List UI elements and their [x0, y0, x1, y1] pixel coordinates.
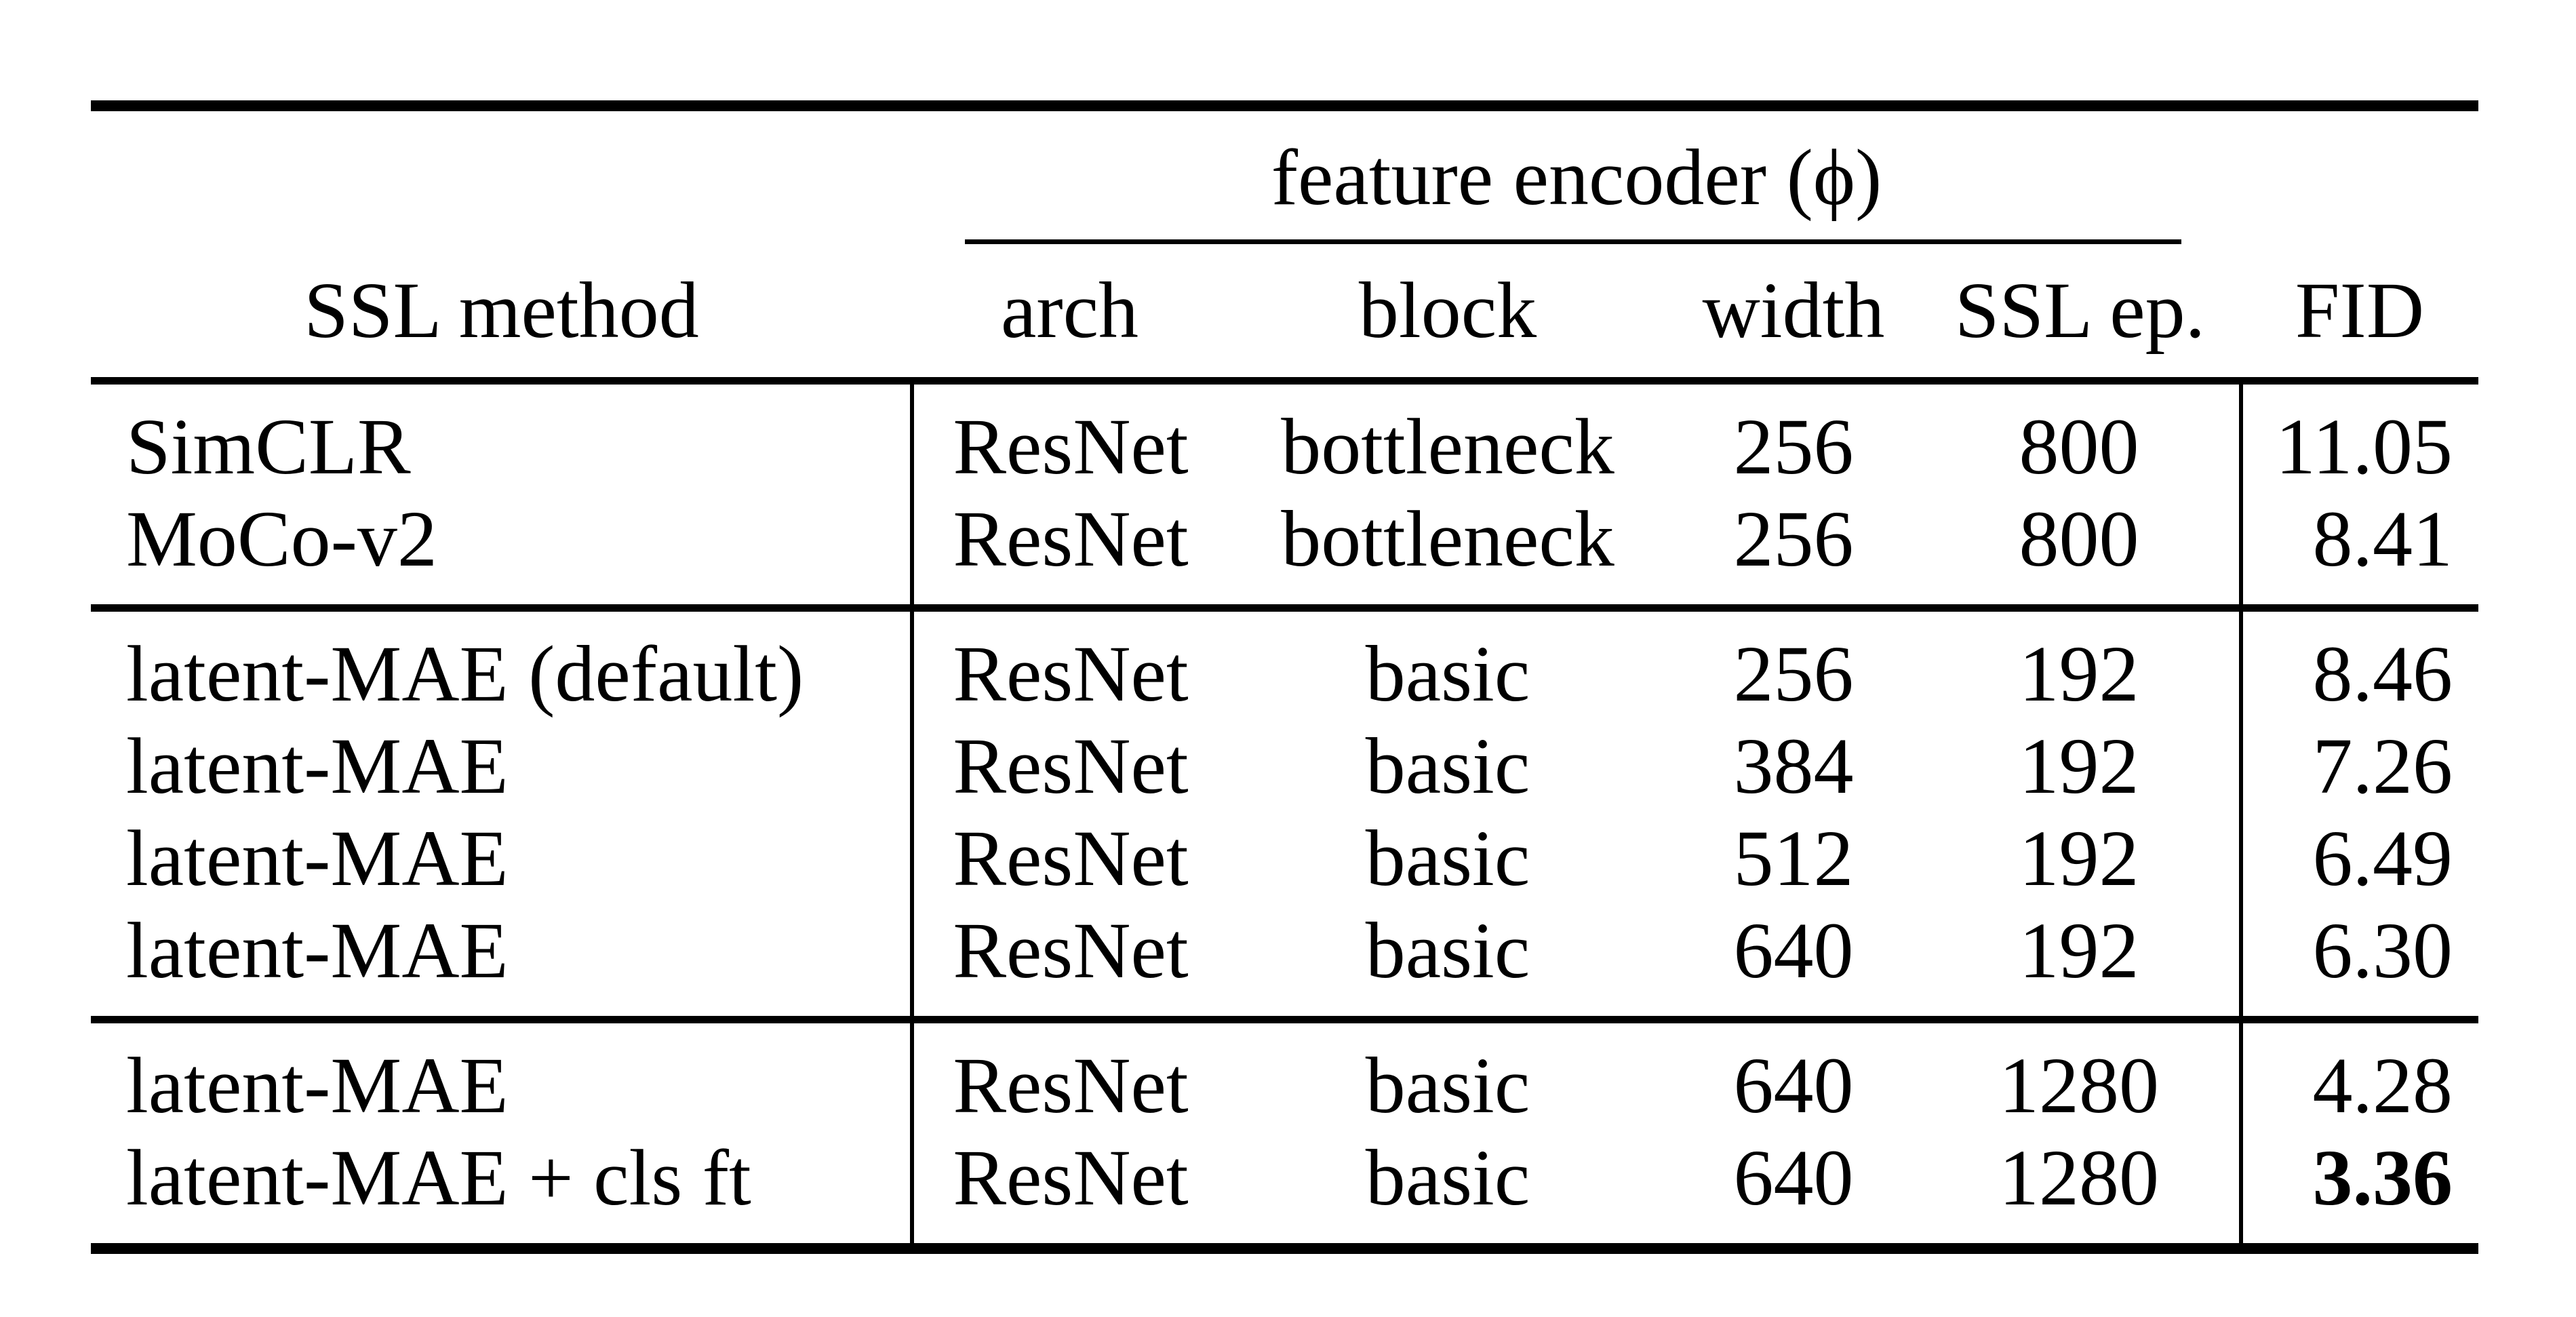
- table-row: latent-MAE ResNet basic 512 192 6.49: [91, 812, 2478, 905]
- table-row: latent-MAE ResNet basic 640 1280 4.28: [91, 1019, 2478, 1132]
- table-row: latent-MAE + cls ft ResNet basic 640 128…: [91, 1132, 2478, 1249]
- method-cell: latent-MAE (default): [126, 629, 804, 718]
- method-cell: latent-MAE: [126, 722, 509, 810]
- fid-cell-best: 3.36: [2239, 1132, 2478, 1249]
- col-header-arch: arch: [1000, 266, 1139, 355]
- block-cell: basic: [1365, 1133, 1530, 1222]
- table-row: latent-MAE ResNet basic 640 192 6.30: [91, 905, 2478, 1020]
- group-baselines: SimCLR ResNet bottleneck 256 800 11.05 M…: [91, 380, 2478, 608]
- ssl-ep-cell: 192: [2019, 722, 2139, 810]
- col-header-ssl-method: SSL method: [304, 266, 699, 355]
- arch-cell: ResNet: [910, 1132, 1227, 1249]
- arch-cell: ResNet: [910, 720, 1227, 812]
- span-header-row: feature encoder (ϕ): [91, 106, 2478, 244]
- block-cell: bottleneck: [1281, 402, 1614, 491]
- method-cell: MoCo-v2: [126, 494, 437, 583]
- ssl-ep-cell: 800: [2019, 402, 2139, 491]
- arch-cell: ResNet: [910, 380, 1227, 493]
- feature-encoder-span-header: feature encoder (ϕ): [912, 106, 2241, 244]
- width-cell: 512: [1733, 814, 1854, 903]
- col-header-block: block: [1358, 266, 1537, 355]
- width-cell: 640: [1733, 1133, 1854, 1222]
- ssl-ep-cell: 1280: [1999, 1133, 2159, 1222]
- table-header: feature encoder (ϕ) SSL method arch bloc…: [91, 106, 2478, 381]
- fid-cell: 4.28: [2239, 1019, 2478, 1132]
- arch-cell: ResNet: [910, 493, 1227, 608]
- method-cell: SimCLR: [126, 402, 411, 491]
- fid-cell: 7.26: [2239, 720, 2478, 812]
- group-latent-mae-width-sweep: latent-MAE (default) ResNet basic 256 19…: [91, 608, 2478, 1020]
- method-cell: latent-MAE: [126, 814, 509, 903]
- table-row: SimCLR ResNet bottleneck 256 800 11.05: [91, 380, 2478, 493]
- ssl-ep-cell: 800: [2019, 494, 2139, 583]
- block-cell: basic: [1365, 722, 1530, 810]
- arch-cell: ResNet: [910, 1019, 1227, 1132]
- arch-cell: ResNet: [910, 608, 1227, 720]
- arch-cell: ResNet: [910, 812, 1227, 905]
- table-row: latent-MAE (default) ResNet basic 256 19…: [91, 608, 2478, 720]
- fid-cell: 6.30: [2239, 905, 2478, 1020]
- ssl-ep-cell: 1280: [1999, 1041, 2159, 1130]
- block-cell: bottleneck: [1281, 494, 1614, 583]
- block-cell: basic: [1365, 1041, 1530, 1130]
- span-header-left-spacer: [91, 106, 912, 244]
- ssl-ep-cell: 192: [2019, 906, 2139, 995]
- method-cell: latent-MAE: [126, 906, 509, 995]
- block-cell: basic: [1365, 906, 1530, 995]
- table-row: MoCo-v2 ResNet bottleneck 256 800 8.41: [91, 493, 2478, 608]
- ssl-ep-cell: 192: [2019, 814, 2139, 903]
- width-cell: 256: [1733, 494, 1854, 583]
- col-header-ssl-ep: SSL ep.: [1954, 266, 2206, 355]
- width-cell: 384: [1733, 722, 1854, 810]
- col-header-width: width: [1702, 266, 1885, 355]
- method-cell: latent-MAE: [126, 1041, 509, 1130]
- block-cell: basic: [1365, 629, 1530, 718]
- width-cell: 640: [1733, 906, 1854, 995]
- fid-cell: 8.41: [2239, 493, 2478, 608]
- arch-cell: ResNet: [910, 905, 1227, 1020]
- fid-cell: 6.49: [2239, 812, 2478, 905]
- results-table: feature encoder (ϕ) SSL method arch bloc…: [91, 100, 2478, 1254]
- column-header-row: SSL method arch block width SSL ep. FID: [91, 244, 2478, 381]
- col-header-fid: FID: [2295, 266, 2425, 355]
- group-latent-mae-long-training: latent-MAE ResNet basic 640 1280 4.28 la…: [91, 1019, 2478, 1249]
- fid-cell: 8.46: [2239, 608, 2478, 720]
- ssl-ep-cell: 192: [2019, 629, 2139, 718]
- block-cell: basic: [1365, 814, 1530, 903]
- width-cell: 256: [1733, 629, 1854, 718]
- span-header-right-spacer: [2241, 106, 2478, 244]
- method-cell: latent-MAE + cls ft: [126, 1133, 751, 1222]
- width-cell: 640: [1733, 1041, 1854, 1130]
- table-row: latent-MAE ResNet basic 384 192 7.26: [91, 720, 2478, 812]
- width-cell: 256: [1733, 402, 1854, 491]
- fid-cell: 11.05: [2239, 380, 2478, 493]
